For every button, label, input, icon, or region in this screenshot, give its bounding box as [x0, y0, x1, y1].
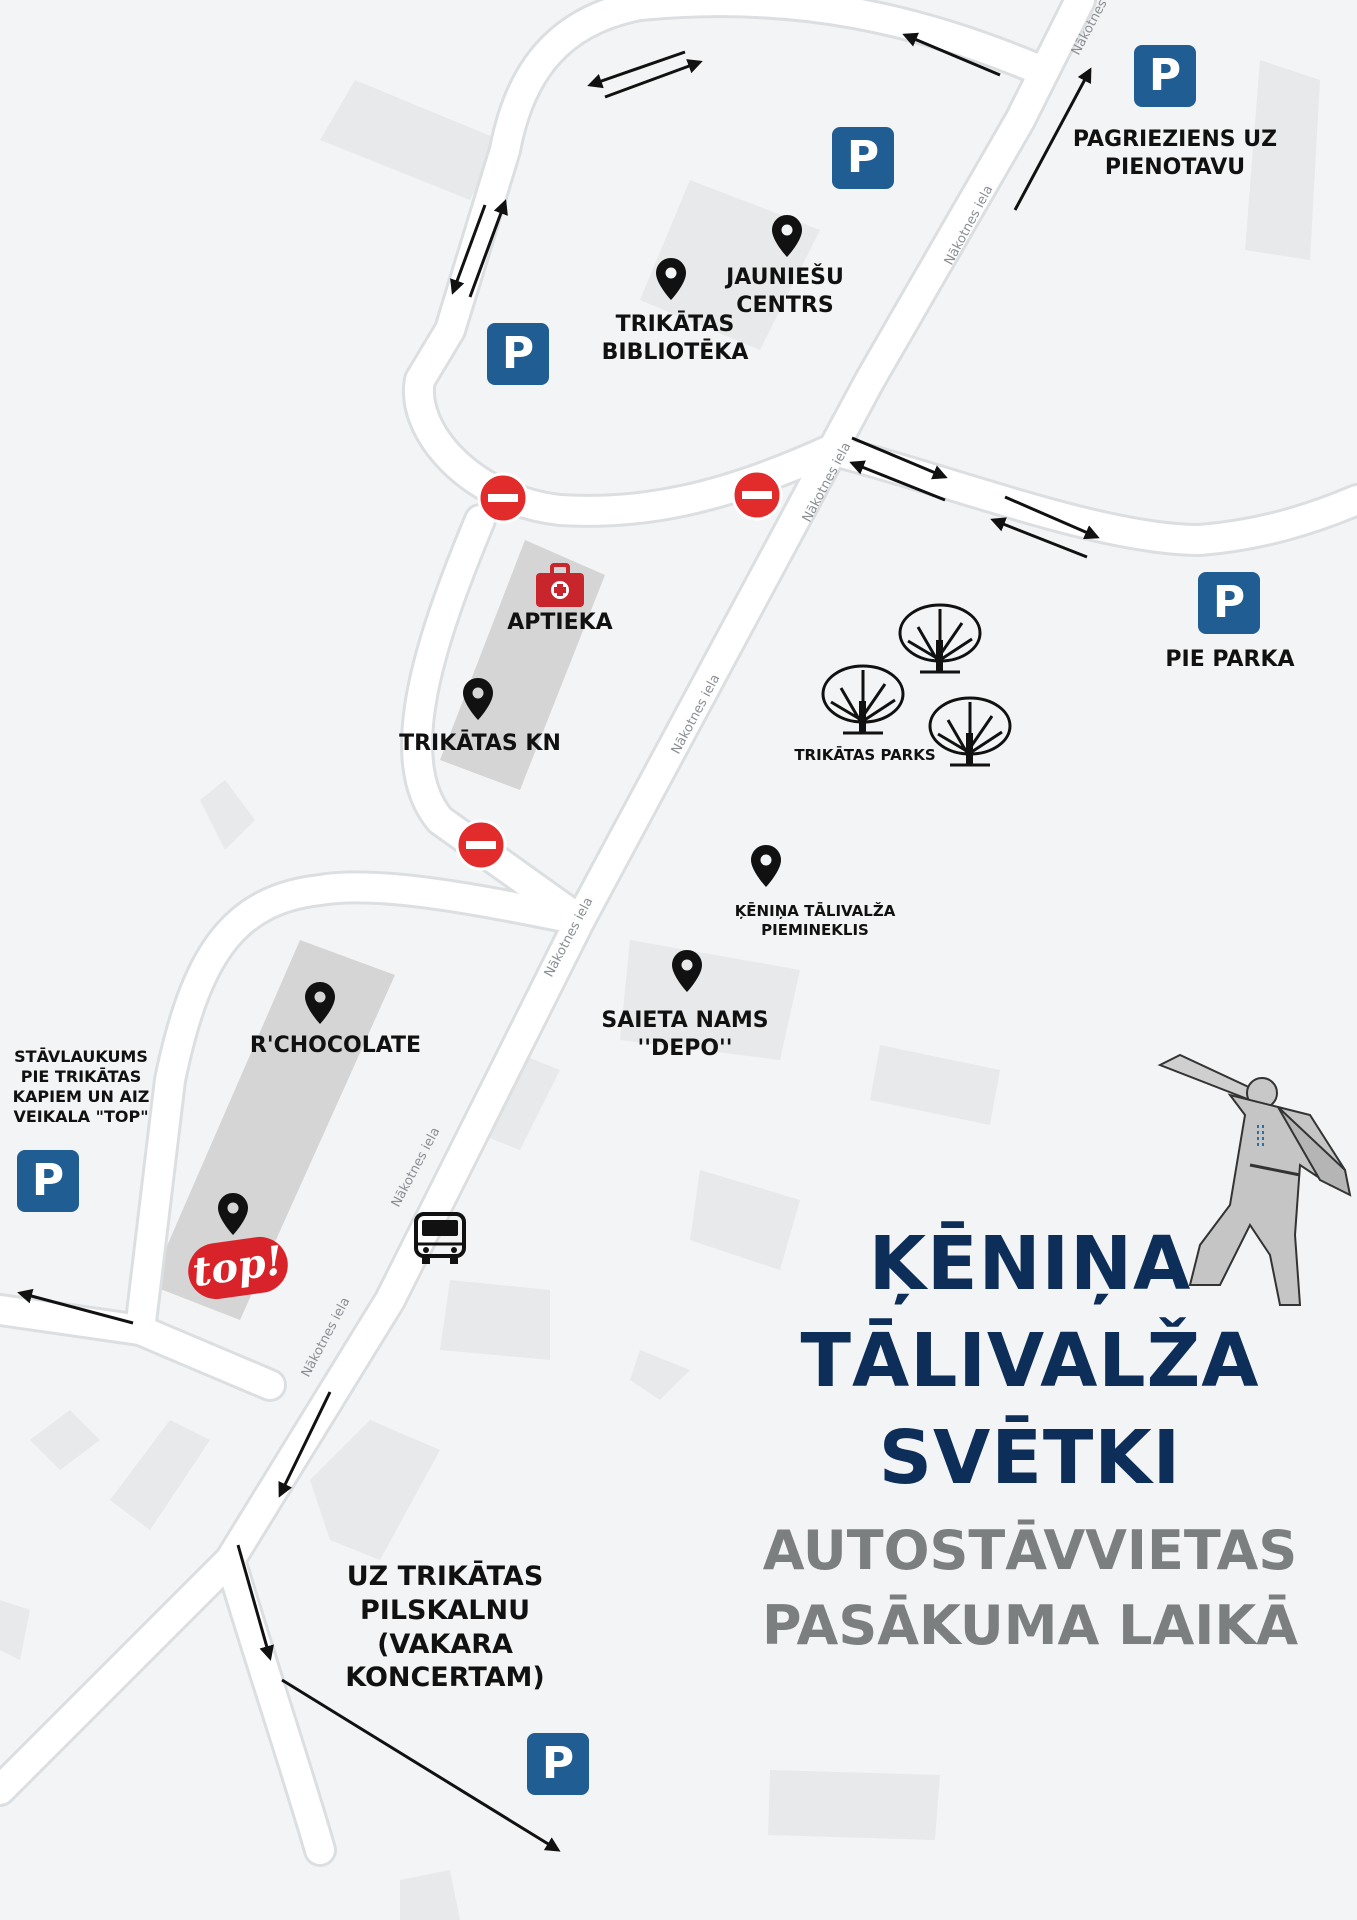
event-title-line2: TĀLIVALŽA	[800, 1318, 1260, 1404]
arrow	[17, 1288, 134, 1325]
arrow	[236, 1544, 274, 1661]
label-trikatas-kn: TRIKĀTAS KN	[399, 731, 561, 756]
building	[110, 1420, 210, 1530]
building	[440, 1280, 550, 1360]
parking-icon: P	[1198, 572, 1260, 634]
arrow	[851, 436, 948, 480]
bus-icon	[414, 1212, 466, 1264]
tree-icon	[898, 603, 982, 674]
subtitle-line1: AUTOSTĀVVIETAS	[762, 1519, 1298, 1582]
block-top	[150, 940, 395, 1320]
arrow	[604, 59, 703, 99]
arrow	[1004, 495, 1100, 540]
direction-arrows	[17, 32, 1100, 1852]
event-title-line3: SVĒTKI	[878, 1415, 1182, 1501]
label-uz-pilskalnu: UZ TRIKĀTAS PILSKALNU (VAKARA KONCERTAM)	[345, 1561, 545, 1694]
location-pin-icon	[672, 950, 702, 992]
arrow	[450, 204, 487, 295]
label-pagrieziens-uz-pienotavu: PAGRIEZIENS UZ PIENOTAVU	[1072, 127, 1278, 180]
arrow	[587, 50, 686, 89]
first-aid-kit-icon	[536, 563, 584, 607]
label-trikatas-parks: TRIKĀTAS PARKS	[794, 746, 936, 764]
building	[630, 1350, 690, 1400]
tree-icon	[821, 664, 905, 735]
arrow	[1013, 67, 1092, 211]
arrow	[902, 32, 1001, 77]
building-footprints	[0, 60, 1320, 1920]
location-pin-icon	[656, 258, 686, 300]
no-entry-signs	[455, 469, 783, 871]
trees	[821, 603, 1012, 767]
building	[30, 1410, 100, 1470]
location-pin-icon	[772, 215, 802, 257]
building	[690, 1170, 800, 1270]
no-entry-icon	[455, 819, 507, 871]
horn-blower-statue	[1157, 1053, 1352, 1306]
parking-icon: P	[527, 1733, 589, 1795]
label-rchocolate: R'CHOCOLATE	[249, 1033, 422, 1058]
location-pin-icon	[751, 845, 781, 887]
building	[400, 1870, 460, 1920]
location-pin-icon	[218, 1193, 248, 1235]
arrow	[468, 199, 508, 298]
building	[320, 80, 500, 200]
arrow	[990, 517, 1088, 559]
location-pins	[218, 215, 802, 1235]
building	[310, 1420, 440, 1560]
parking-icon: P	[832, 127, 894, 189]
label-pie-parka: PIE PARKA	[1165, 647, 1295, 672]
arrow	[278, 1391, 332, 1498]
roads	[0, 0, 1357, 1867]
arrow	[849, 460, 946, 502]
parking-icon: P	[487, 323, 549, 385]
building	[1245, 60, 1320, 260]
parking-icon: P	[17, 1150, 79, 1212]
building	[200, 780, 255, 850]
no-entry-icon	[731, 469, 783, 521]
tree-icon	[928, 696, 1012, 767]
label-kenina-pieminekis: ĶĒNIŅA TĀLIVALŽA PIEMINEKLIS	[734, 902, 896, 939]
location-pin-icon	[463, 678, 493, 720]
building	[870, 1045, 1000, 1125]
building	[0, 1600, 30, 1660]
subtitle-line2: PASĀKUMA LAIKĀ	[761, 1594, 1299, 1657]
event-title-line1: ĶĒNIŅA	[868, 1221, 1192, 1307]
building	[768, 1770, 940, 1840]
label-jauniesu-centrs: JAUNIEŠU CENTRS	[726, 265, 844, 318]
parking-icon: P	[1134, 45, 1196, 107]
label-trikatas-biblioteka: TRIKĀTAS BIBLIOTĒKA	[601, 312, 749, 365]
no-entry-icon	[477, 472, 529, 524]
location-pin-icon	[305, 982, 335, 1024]
arrow	[281, 1678, 561, 1852]
label-stavlaukums: STĀVLAUKUMS PIE TRIKĀTAS KAPIEM UN AIZ V…	[12, 1047, 150, 1126]
label-aptieka: APTIEKA	[507, 610, 613, 635]
label-saieta-nams: SAIETA NAMS ''DEPO''	[601, 1008, 769, 1061]
building	[620, 940, 800, 1060]
